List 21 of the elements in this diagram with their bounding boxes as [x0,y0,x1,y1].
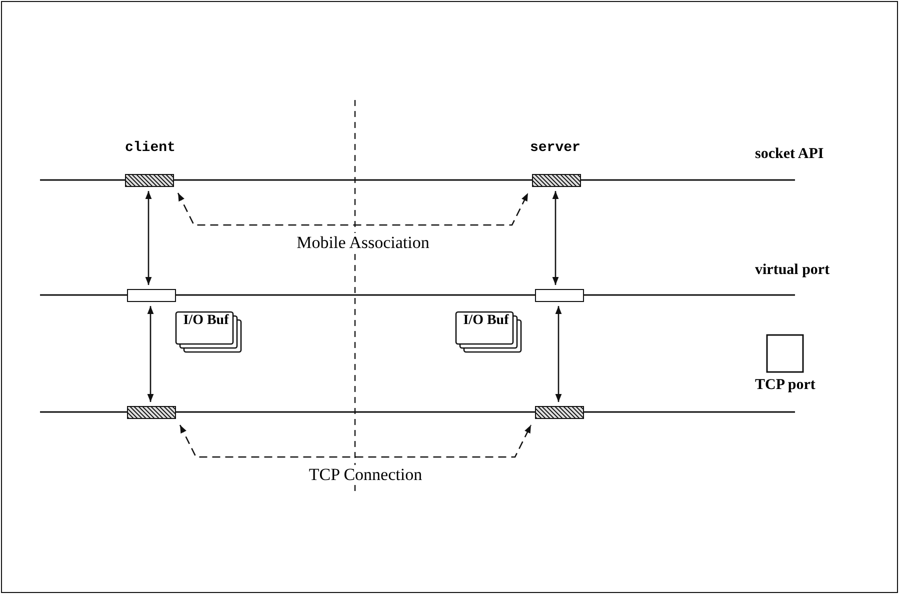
port-bar [535,289,584,302]
socket-bar [532,174,581,187]
arrow [145,191,152,285]
buffer-label: I/O Buf [182,313,230,330]
socket-bar [125,174,174,187]
layer-label: virtual port [755,262,830,279]
layer-label: server [530,140,580,156]
layer-label: client [125,140,176,156]
layer-label: TCP port [755,377,816,394]
dashed-arrow [179,424,532,458]
arrow [555,306,562,402]
socket-bar [127,406,176,419]
port-bar [127,289,176,302]
buffer-label: I/O Buf [462,313,510,330]
dashed-arrow [177,192,529,226]
buffer-stack [175,311,243,355]
buffer-stack [455,311,523,355]
arrow [147,306,154,402]
socket-bar [535,406,584,419]
layer-label: socket API [755,146,824,163]
arrow [552,191,559,285]
